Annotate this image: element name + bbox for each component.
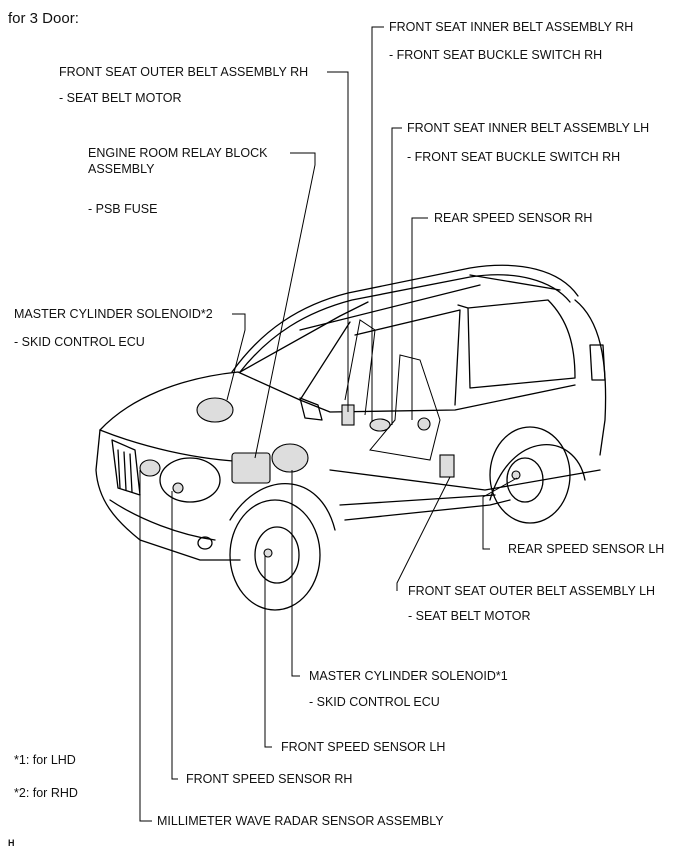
label-outer-belt-rh-sub: - SEAT BELT MOTOR xyxy=(59,91,182,105)
label-outer-belt-lh: FRONT SEAT OUTER BELT ASSEMBLY LH xyxy=(408,584,656,598)
figure-mark: H xyxy=(8,838,15,848)
label-inner-belt-rh-sub: - FRONT SEAT BUCKLE SWITCH RH xyxy=(389,48,603,62)
label-inner-belt-rh: FRONT SEAT INNER BELT ASSEMBLY RH xyxy=(389,20,634,34)
label-inner-belt-lh-sub: - FRONT SEAT BUCKLE SWITCH RH xyxy=(407,150,621,164)
label-master-cyl-1-sub: - SKID CONTROL ECU xyxy=(309,695,440,709)
label-relay-block-line2: ASSEMBLY xyxy=(88,162,155,176)
component-parts xyxy=(139,397,521,558)
label-master-cyl-1: MASTER CYLINDER SOLENOID*1 xyxy=(309,669,508,683)
label-radar: MILLIMETER WAVE RADAR SENSOR ASSEMBLY xyxy=(157,814,444,828)
label-front-speed-rh: FRONT SPEED SENSOR RH xyxy=(186,772,353,786)
label-rear-speed-lh: REAR SPEED SENSOR LH xyxy=(508,542,665,556)
label-master-cyl-2: MASTER CYLINDER SOLENOID*2 xyxy=(14,307,213,321)
label-relay-block-sub: - PSB FUSE xyxy=(88,202,158,216)
label-outer-belt-lh-sub: - SEAT BELT MOTOR xyxy=(408,609,531,623)
seat-outline xyxy=(344,319,441,461)
label-outer-belt-rh: FRONT SEAT OUTER BELT ASSEMBLY RH xyxy=(59,65,309,79)
label-inner-belt-lh: FRONT SEAT INNER BELT ASSEMBLY LH xyxy=(407,121,650,135)
label-front-speed-lh: FRONT SPEED SENSOR LH xyxy=(281,740,446,754)
label-rear-speed-rh: REAR SPEED SENSOR RH xyxy=(434,211,593,225)
label-relay-block: ENGINE ROOM RELAY BLOCK xyxy=(88,146,268,160)
vehicle-outline xyxy=(95,264,607,611)
note-rhd: *2: for RHD xyxy=(14,786,78,800)
page-heading: for 3 Door: xyxy=(8,10,79,27)
label-master-cyl-2-sub: - SKID CONTROL ECU xyxy=(14,335,145,349)
note-lhd: *1: for LHD xyxy=(14,753,76,767)
leader-lines xyxy=(139,26,518,822)
